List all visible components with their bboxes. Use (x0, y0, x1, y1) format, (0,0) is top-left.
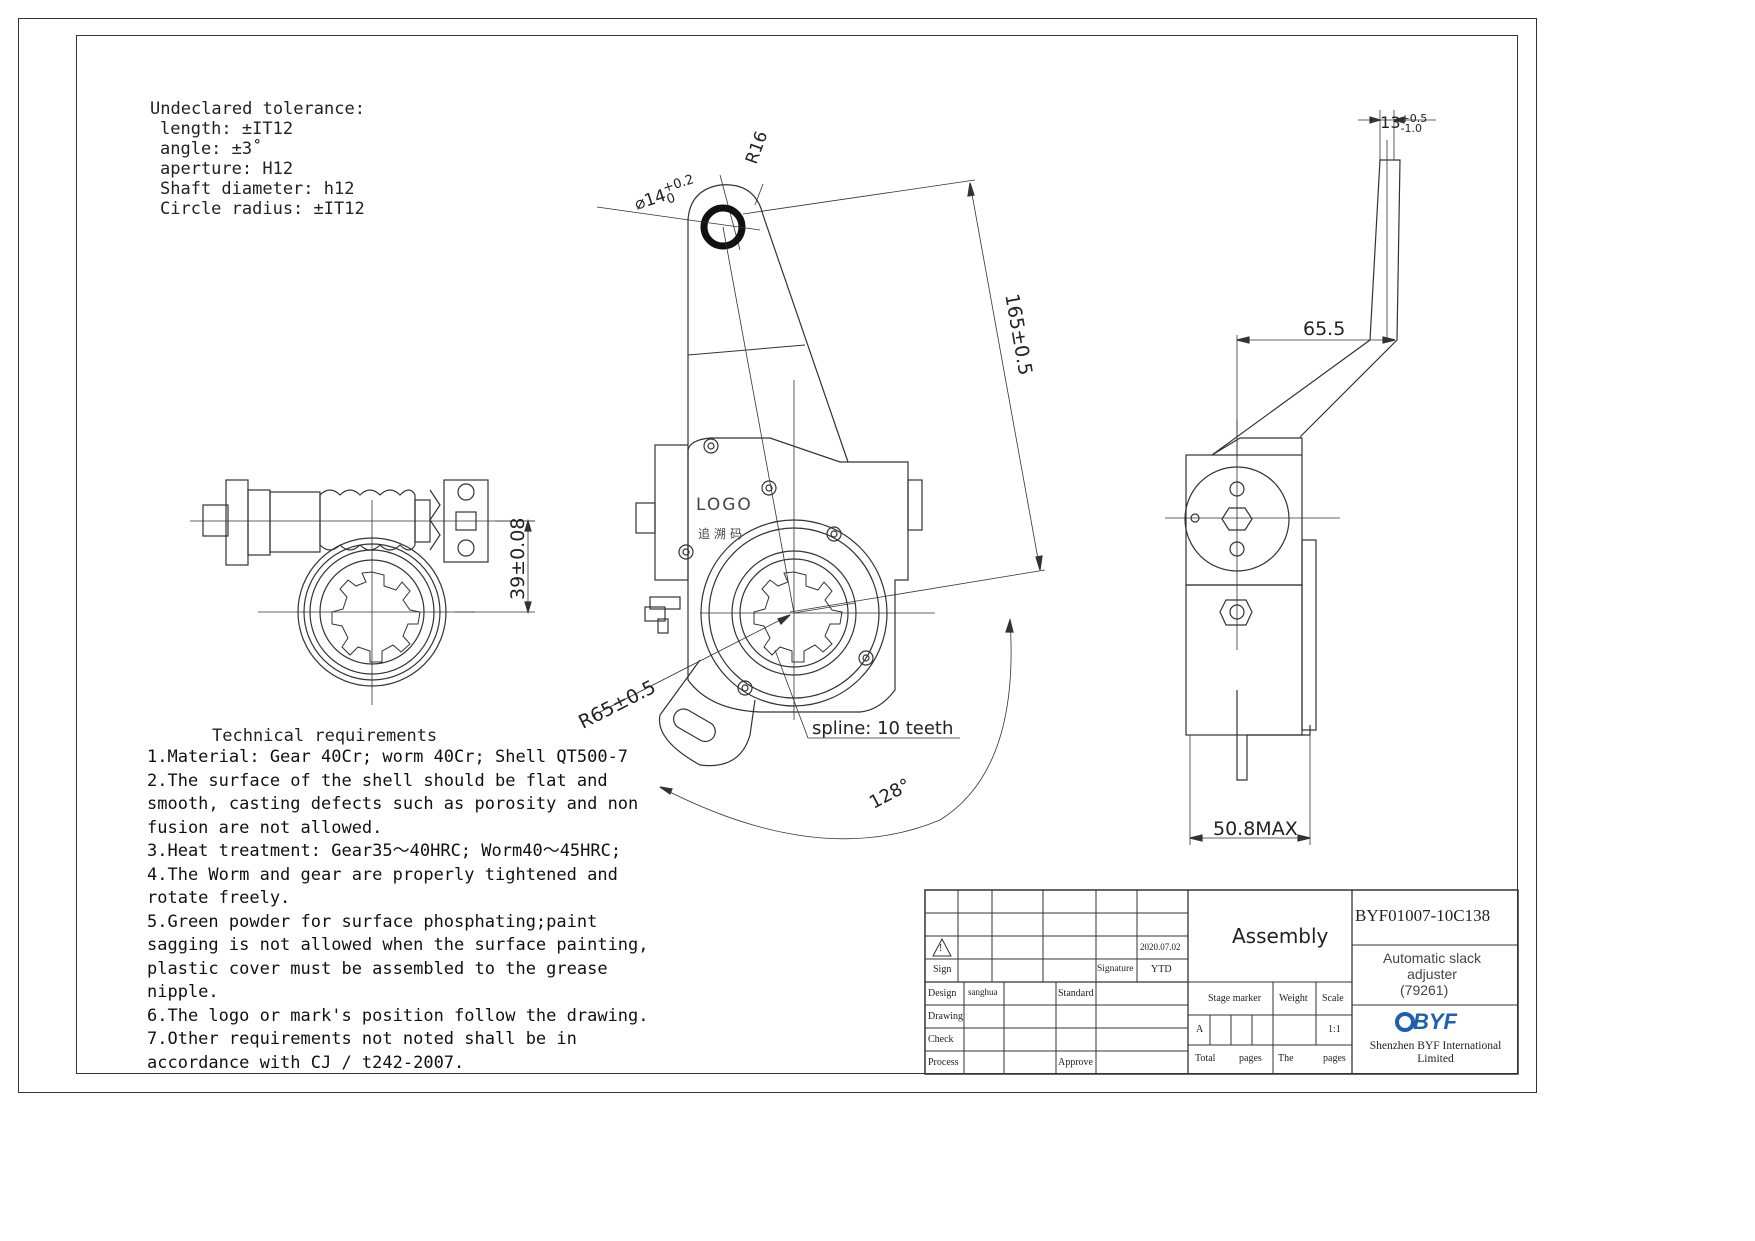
tb-stage-marker: Stage marker (1208, 993, 1262, 1004)
tb-part-code: (79261) (1400, 982, 1449, 998)
dim-13-lower: -1.0 (1400, 121, 1422, 135)
requirement-line: accordance with CJ / t242-2007. (147, 1052, 465, 1073)
tolerance-shaft: Shaft diameter: h12 (160, 179, 355, 199)
slack-adjuster-front (635, 174, 935, 767)
dim-50-8 (1189, 735, 1311, 845)
dim-13-tolerance: +0.5-1.0 (1400, 111, 1428, 135)
requirement-line: plastic cover must be assembled to the g… (147, 958, 608, 979)
part-logo-mark: LOGO (696, 495, 753, 515)
requirement-line: rotate freely. (147, 888, 291, 908)
tb-designer: sanghua (968, 987, 998, 997)
tolerance-length: length: ±IT12 (160, 119, 294, 139)
tb-total: Total (1195, 1053, 1216, 1064)
dim-39 (455, 518, 535, 615)
tb-approve: Approve (1058, 1057, 1093, 1068)
tolerance-angle: angle: ±3˚ (160, 139, 263, 159)
requirement-line: 3.Heat treatment: Gear35～40HRC; Worm40～4… (147, 841, 622, 861)
requirement-line: fusion are not allowed. (147, 817, 383, 838)
inner-border (76, 35, 1518, 1074)
tb-the: The (1278, 1053, 1294, 1064)
tb-stage-value: A (1196, 1024, 1204, 1035)
title-block-grid (924, 889, 1519, 1075)
requirement-line: 2.The surface of the shell should be fla… (147, 770, 608, 791)
tb-standard: Standard (1058, 988, 1094, 999)
requirements-title: Technical requirements (212, 726, 438, 746)
dim-13 (1358, 110, 1436, 160)
tb-date: 2020.07.02 (1140, 942, 1181, 952)
tb-process: Process (928, 1057, 959, 1068)
tolerance-radius: Circle radius: ±IT12 (160, 199, 365, 219)
tb-signature: Signature (1097, 964, 1134, 974)
dim-13-label: 13+0.5-1.0 (1370, 94, 1427, 134)
dim-65-5 (1236, 335, 1396, 430)
tb-pages-total: pages (1239, 1053, 1262, 1064)
tb-part-number: BYF01007-10C138 (1355, 906, 1491, 925)
requirements-list: 1.Material: Gear 40Cr; worm 40Cr; Shell … (147, 746, 649, 1075)
company-logo: BYF (1395, 1009, 1457, 1034)
tolerance-aperture: aperture: H12 (160, 159, 294, 179)
tb-pages-current: pages (1323, 1053, 1346, 1064)
dim-65-5-label: 65.5 (1303, 318, 1346, 340)
dim-39-label: 39±0.08 (507, 517, 529, 600)
requirement-line: 5.Green powder for surface phosphating;p… (147, 911, 598, 932)
tb-design: Design (928, 988, 957, 999)
dim-50-8-label: 50.8MAX (1213, 818, 1298, 840)
dim-13-value: 13 (1380, 113, 1401, 132)
dim-spline-label: spline: 10 teeth (812, 718, 954, 739)
tb-drawing: Drawing (928, 1011, 963, 1022)
requirement-line: 7.Other requirements not noted shall be … (147, 1029, 577, 1049)
tb-company: Shenzhen BYF International Limited (1369, 1040, 1502, 1065)
worm-gear-view (190, 479, 535, 705)
tb-ytd: YTD (1151, 964, 1172, 975)
tb-warning-symbol: ! (939, 943, 943, 954)
tolerance-title: Undeclared tolerance: (150, 99, 365, 119)
tb-scale-value: 1:1 (1328, 1024, 1341, 1035)
dim-165 (742, 179, 1046, 613)
requirement-line: sagging is not allowed when the surface … (147, 935, 649, 955)
tb-check: Check (928, 1034, 954, 1045)
logo-text: BYF (1413, 1009, 1457, 1034)
requirement-line: smooth, casting defects such as porosity… (147, 794, 639, 814)
tb-assembly: Assembly (1232, 924, 1329, 948)
outer-border (18, 18, 1537, 1093)
dim-13-upper: +0.5 (1400, 111, 1428, 125)
tb-weight: Weight (1279, 993, 1308, 1004)
requirement-line: 4.The Worm and gear are properly tighten… (147, 864, 618, 885)
side-view (1165, 140, 1401, 781)
tb-scale: Scale (1322, 993, 1344, 1004)
tb-part-name: Automatic slack adjuster (1382, 950, 1482, 982)
logo-o-icon (1395, 1012, 1415, 1032)
tb-sign: Sign (933, 964, 952, 975)
requirement-line: nipple. (147, 982, 219, 1002)
part-trace-code: 追溯码 (698, 527, 747, 541)
requirement-line: 1.Material: Gear 40Cr; worm 40Cr; Shell … (147, 747, 629, 767)
requirement-line: 6.The logo or mark's position follow the… (147, 1005, 649, 1026)
